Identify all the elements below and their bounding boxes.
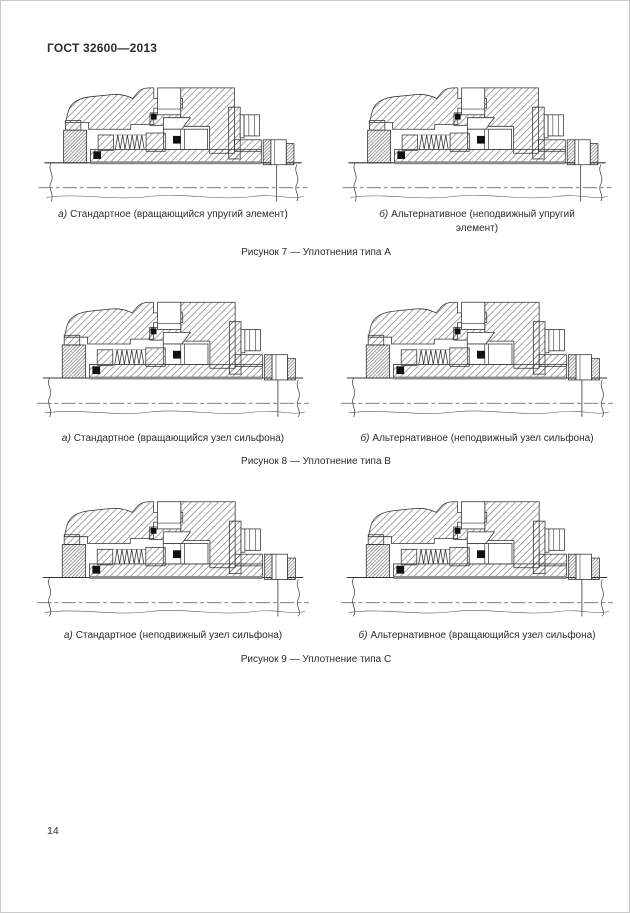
figure-9a-panel: [37, 497, 309, 624]
caption-7a: а)Стандартное (вращающийся упругий элеме…: [37, 208, 309, 236]
seal-diagram-8b: [341, 301, 613, 418]
page-number: 14: [47, 825, 59, 837]
caption-8b-text: Альтернативное (неподвижный узел сильфон…: [372, 433, 594, 444]
caption-8a-text: Стандартное (вращающийся узел сильфона): [73, 433, 285, 444]
seal-cross-section: [38, 87, 308, 202]
figure-9b-panel: [341, 497, 613, 624]
figure-7-title: Рисунок 7 — Уплотнения типа А: [241, 247, 391, 258]
figure-8-title: Рисунок 8 — Уплотнение типа В: [241, 456, 391, 467]
seal-diagram-7b: [342, 87, 612, 202]
seal-cross-section: [37, 301, 309, 418]
figure-8a-panel: [37, 293, 309, 429]
seal-diagram-9a: [37, 501, 309, 617]
caption-9a-text: Стандартное (неподвижный узел сильфона): [75, 630, 283, 641]
figure-9-title: Рисунок 9 — Уплотнение типа С: [240, 654, 392, 665]
caption-9a: а)Стандартное (неподвижный узел сильфона…: [37, 629, 309, 643]
seal-cross-section: [341, 301, 613, 418]
figure-8-drawings: [37, 293, 613, 429]
caption-8a: а)Стандартное (вращающийся узел сильфона…: [37, 432, 309, 446]
figure-7-drawings: [37, 86, 613, 206]
caption-8b: б)Альтернативное (неподвижный узел сильф…: [341, 432, 613, 446]
caption-7b-letter: б): [379, 209, 389, 220]
figure-8-captions: а)Стандартное (вращающийся узел сильфона…: [37, 432, 613, 446]
seal-diagram-9b: [341, 501, 613, 617]
figure-9-captions: а)Стандартное (неподвижный узел сильфона…: [37, 629, 613, 643]
seal-cross-section: [342, 87, 612, 202]
caption-9a-letter: а): [63, 630, 73, 641]
caption-9b: б)Альтернативное (вращающийся узел сильф…: [341, 629, 613, 643]
caption-7a-text: Стандартное (вращающийся упругий элемент…: [70, 209, 288, 220]
caption-8b-letter: б): [360, 433, 370, 444]
seal-diagram-7a: [38, 87, 308, 202]
caption-7a-letter: а): [58, 209, 68, 220]
document-code: ГОСТ 32600—2013: [47, 41, 158, 55]
caption-7b-text: Альтернативное (неподвижный упругий элем…: [391, 209, 575, 234]
figure-8b-panel: [341, 293, 613, 429]
seal-cross-section: [341, 501, 613, 617]
seal-cross-section: [37, 501, 309, 617]
caption-8a-letter: а): [61, 433, 71, 444]
caption-9b-letter: б): [358, 630, 368, 641]
seal-diagram-8a: [37, 301, 309, 418]
figure-7a-panel: [37, 86, 309, 206]
figure-7-captions: а)Стандартное (вращающийся упругий элеме…: [37, 208, 613, 236]
caption-7b: б)Альтернативное (неподвижный упругий эл…: [341, 208, 613, 236]
figure-9-drawings: [37, 497, 613, 624]
caption-9b-text: Альтернативное (вращающийся узел сильфон…: [370, 630, 596, 641]
figure-7b-panel: [341, 86, 613, 206]
